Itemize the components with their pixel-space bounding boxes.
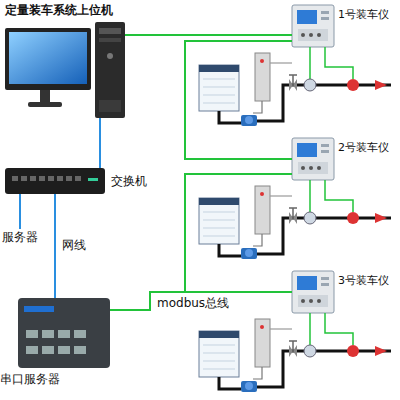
network-switch [5, 168, 105, 194]
loading-controller: 3号装车仪 [292, 271, 334, 313]
connector-line [99, 118, 101, 168]
loading-controller [292, 138, 334, 180]
connector-line [185, 41, 292, 159]
connector-line [110, 292, 292, 310]
connector-line [185, 174, 292, 292]
serial-server [18, 298, 110, 368]
node-label: 2号装车仪 [338, 141, 389, 155]
connector-line [125, 34, 292, 36]
host-computer: 定量装车系统上位机 [5, 22, 125, 118]
loading-controller [292, 271, 334, 313]
loading-controller: 1号装车仪 [292, 5, 334, 47]
connector-label: modbus总线 [155, 296, 231, 310]
loading-rig [199, 47, 391, 126]
node-label: 3号装车仪 [338, 274, 389, 288]
connector-line [19, 194, 21, 229]
connector-line [54, 194, 56, 298]
node-label: 交换机 [111, 174, 147, 188]
loading-controller: 2号装车仪 [292, 138, 334, 180]
node-label: 1号装车仪 [338, 8, 389, 22]
node-label: 串口服务器 [0, 372, 60, 386]
loading-rig [199, 180, 391, 259]
network-switch: 交换机 [5, 168, 105, 194]
host-computer [5, 22, 125, 118]
loading-controller [292, 5, 334, 47]
serial-server: 串口服务器 [18, 298, 110, 368]
loading-rig [199, 313, 391, 392]
connector-label: 网线 [60, 238, 88, 252]
node-label: 定量装车系统上位机 [5, 3, 113, 17]
node-label: 服务器 [2, 230, 38, 244]
server: 服务器 [2, 230, 38, 244]
